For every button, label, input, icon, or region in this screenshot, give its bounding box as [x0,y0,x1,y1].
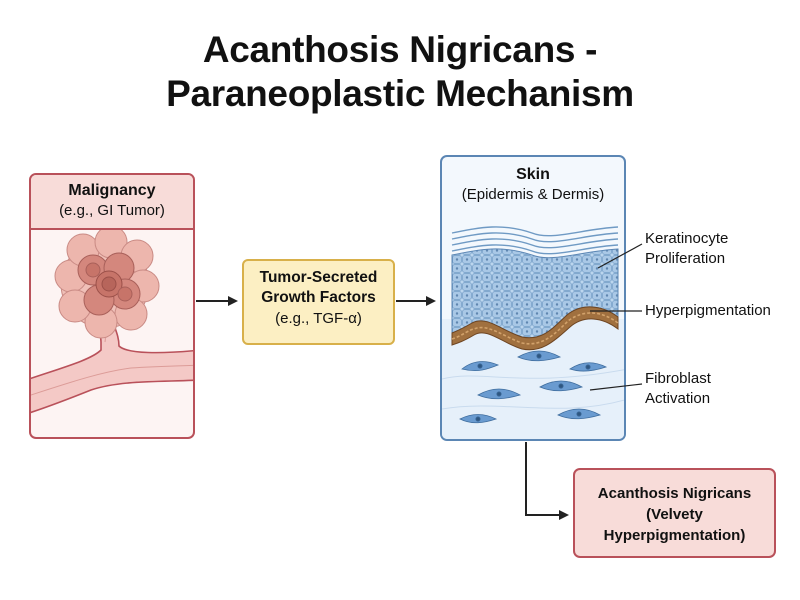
title-line-2: Paraneoplastic Mechanism [166,73,634,114]
title-line-1: Acanthosis Nigricans - [202,29,598,70]
malignancy-subtitle: (e.g., GI Tumor) [59,202,165,219]
fibroblast-label-line-1: Fibroblast [645,370,711,387]
result-line-2: (Velvety [646,506,703,523]
tumor-illustration [31,230,193,414]
malignancy-header: Malignancy (e.g., GI Tumor) [31,175,193,230]
growth-factors-line-1: Tumor-Secreted [259,269,378,286]
keratinocyte-label-line-1: Keratinocyte [645,230,729,247]
malignancy-title: Malignancy [68,182,156,199]
tumor-cluster-icon [54,230,160,339]
stratum-corneum [451,226,619,255]
malignancy-box: Malignancy (e.g., GI Tumor) [29,173,195,439]
pigment-layer-icon [451,306,619,351]
growth-factors-line-2: Growth Factors [261,289,376,306]
skin-illustration [442,226,624,439]
skin-title: Skin [516,166,550,183]
arrow-elbow-icon [525,442,569,520]
diagram-title: Acanthosis Nigricans - Paraneoplastic Me… [0,28,800,116]
skin-box: Skin (Epidermis & Dermis) [440,155,626,441]
growth-factors-example: (e.g., TGF-α) [275,310,362,327]
fibroblast-label-line-2: Activation [645,390,711,407]
fibroblast-label: Fibroblast Activation [645,369,711,409]
skin-subtitle: (Epidermis & Dermis) [461,186,605,203]
fibroblast-icon [459,350,608,424]
keratinocyte-label-line-2: Proliferation [645,250,726,267]
skin-header: Skin (Epidermis & Dermis) [442,157,624,205]
result-line-1: Acanthosis Nigricans [597,485,752,502]
hyperpigmentation-label: Hyperpigmentation [645,302,771,319]
keratinocyte-label: Keratinocyte Proliferation [645,229,728,269]
growth-factors-box: Tumor-Secreted Growth Factors (e.g., TGF… [242,259,395,345]
result-line-3: Hyperpigmentation) [603,527,746,544]
result-box: Acanthosis Nigricans (Velvety Hyperpigme… [573,468,776,558]
